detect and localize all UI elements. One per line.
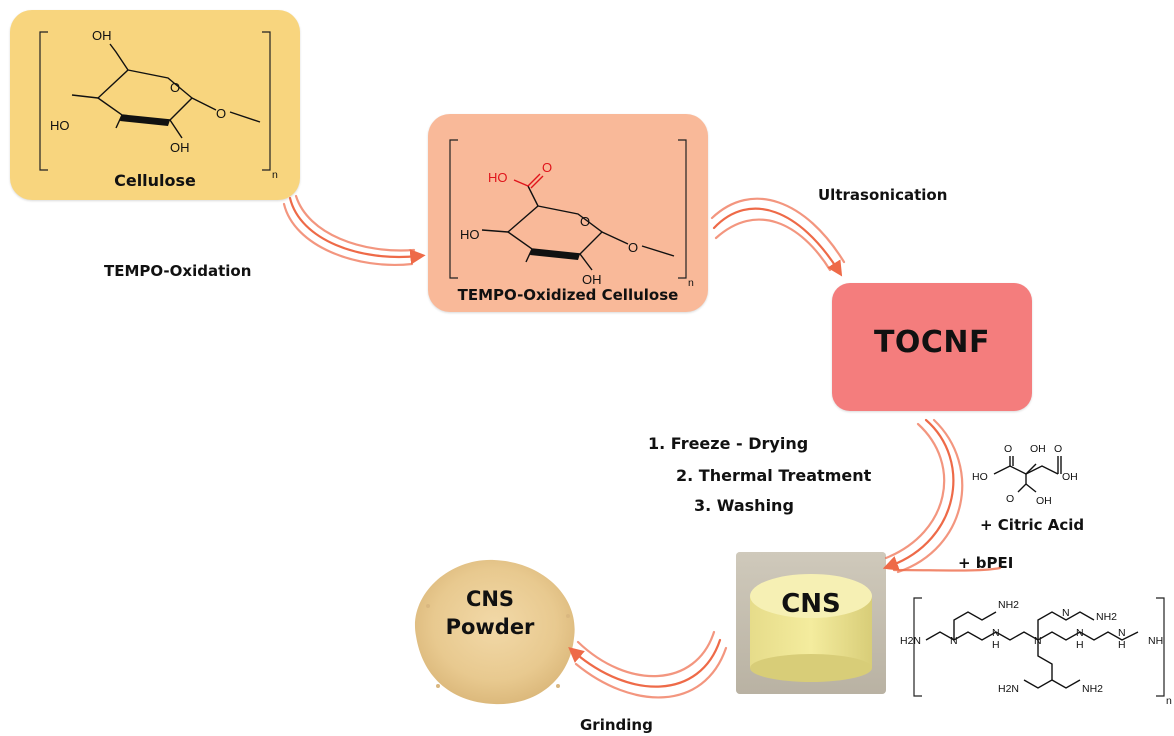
oxidized-o-ring: O [580, 214, 590, 229]
step-thermal-treatment: 2. Thermal Treatment [676, 466, 872, 485]
cellulose-structure: OH O HO OH O n [39, 28, 278, 181]
cellulose-o-link: O [216, 106, 226, 121]
bpei-nh1: N [992, 627, 1000, 639]
oxidized-structure: HO O O HO OH O n [449, 139, 694, 289]
step-washing: 3. Washing [694, 496, 794, 515]
oxidized-n: n [688, 277, 694, 289]
bpei-n3: N [1062, 607, 1070, 619]
citric-oh-bottom: OH [1036, 495, 1052, 507]
tocnf-box: TOCNF [832, 283, 1032, 411]
citric-acid-structure: O OH O HO OH O OH [972, 443, 1078, 507]
grinding-label: Grinding [580, 716, 653, 734]
bpei-nh3: N [1118, 627, 1126, 639]
cellulose-box: OH O HO OH O n Cellulose [10, 10, 300, 200]
cns-pellet-image: CNS [736, 552, 886, 694]
citric-o2: O [1054, 443, 1062, 455]
oxidized-o-acid: O [542, 160, 552, 175]
bpei-h2n-bottom: H2N [998, 683, 1019, 695]
cellulose-o-ring: O [170, 80, 180, 95]
bpei-nh3-h: H [1118, 639, 1126, 651]
bpei-structure: NH2 NH2 H2N N N N N H N H N H NH H2N NH2… [900, 597, 1172, 707]
bpei-nh2-top2: NH2 [1096, 611, 1117, 623]
bpei-label: + bPEI [958, 554, 1014, 572]
bpei-h2n-left: H2N [900, 635, 921, 647]
bpei-nh2-bottom: NH2 [1082, 683, 1103, 695]
cns-pellet-photo: CNS [736, 552, 886, 694]
cellulose-oh-bottom: OH [170, 140, 190, 155]
oxidized-o-link: O [628, 240, 638, 255]
arrow-grinding [568, 630, 728, 699]
citric-oh-right: OH [1062, 471, 1078, 483]
arrow-tempo-oxidation [282, 194, 426, 266]
cellulose-label: Cellulose [114, 171, 196, 190]
oxidized-cellulose-box: HO O O HO OH O n TEMPO-Oxidized Cellulos… [428, 114, 708, 312]
cellulose-oh-top: OH [92, 28, 112, 43]
oxidized-ho-acid: HO [488, 170, 508, 185]
cns-label: CNS [781, 589, 841, 619]
ultrasonication-label: Ultrasonication [818, 186, 948, 204]
powder-line1: CNS [466, 587, 514, 611]
cns-powder-image: CNS Powder [398, 546, 588, 711]
citric-oh: OH [1030, 443, 1046, 455]
bpei-nh-right: NH [1148, 635, 1163, 647]
citric-o1: O [1004, 443, 1012, 455]
step-freeze-drying: 1. Freeze - Drying [648, 434, 809, 453]
tempo-oxidation-label: TEMPO-Oxidation [104, 262, 252, 280]
cellulose-n: n [272, 169, 278, 181]
powder-line2: Powder [446, 615, 535, 639]
bpei-n1: N [950, 635, 958, 647]
oxidized-ho: HO [460, 227, 480, 242]
cellulose-ho: HO [50, 118, 70, 133]
bpei-nh2-mid: N [1076, 627, 1084, 639]
arrow-ultrasonication [710, 197, 846, 277]
citric-acid-label: + Citric Acid [980, 516, 1085, 534]
bpei-n: n [1166, 695, 1172, 707]
oxidized-label: TEMPO-Oxidized Cellulose [457, 286, 679, 304]
bpei-nh2-mid-h: H [1076, 639, 1084, 651]
cns-powder-pile: CNS Powder [414, 559, 575, 705]
tocnf-label: TOCNF [873, 325, 991, 360]
citric-ho: HO [972, 471, 988, 483]
bpei-n2: N [1034, 635, 1042, 647]
bpei-nh2-top1: NH2 [998, 599, 1019, 611]
bpei-nh1-h: H [992, 639, 1000, 651]
citric-o-bottom: O [1006, 493, 1014, 505]
oxidized-oh-bottom: OH [582, 272, 602, 287]
